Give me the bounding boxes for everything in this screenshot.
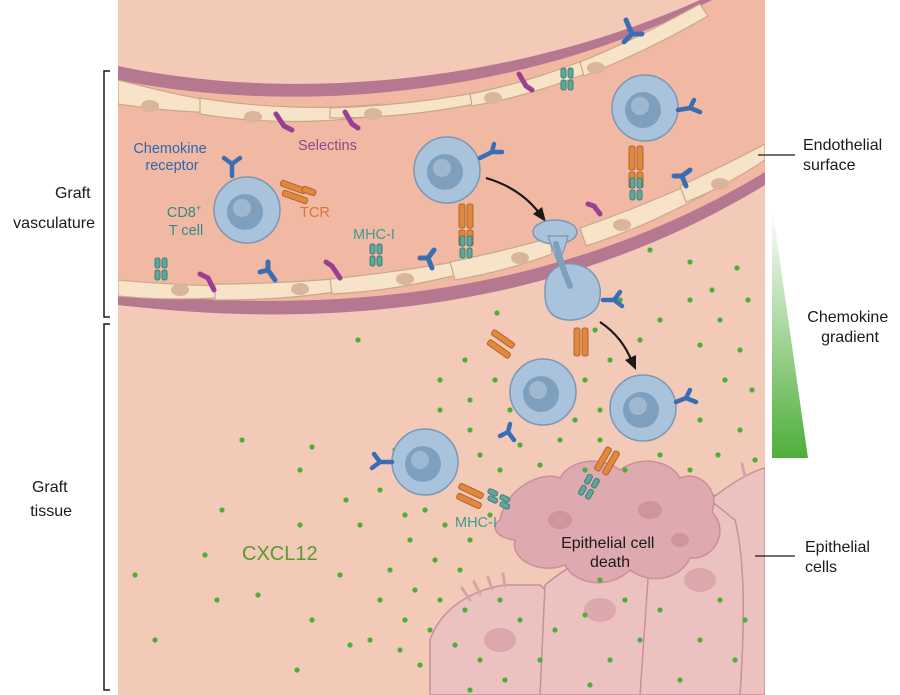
cd8-t-cell-label: CD8+ T cell: [167, 199, 205, 239]
chemokine-gradient-triangle: [772, 206, 808, 458]
t-cell-1: [213, 176, 281, 244]
t-cell-chemokine-receptors: [221, 97, 703, 471]
transmigrating-t-cell: [532, 219, 625, 321]
mhc-i-tissue-label: MHC-I: [455, 515, 497, 531]
cxcl12-label: CXCL12: [242, 543, 318, 565]
dying-epithelium: [494, 460, 721, 584]
endothelial-surface-label: Endothelial surface: [803, 137, 887, 174]
graft-tissue-label: Graft tissue: [30, 479, 72, 520]
endothelial-mhc-i: [154, 67, 574, 281]
chemokine-gradient-label: Chemokine gradient: [807, 309, 892, 346]
graft-vasculature-label: Graft vasculature: [13, 185, 95, 232]
t-cell-2: [413, 136, 481, 204]
mhc-i-vessel-label: MHC-I: [353, 227, 395, 243]
tcr-label: TCR: [300, 205, 330, 221]
t-cell-6: [391, 428, 459, 496]
endothelial-chemokine-receptors: [257, 17, 693, 283]
cxcl12-dots: [132, 247, 758, 693]
epithelial-cells-label: Epithelial cells: [805, 539, 874, 576]
t-cell-5: [609, 374, 677, 442]
tcr-bound-mhc-i: [459, 177, 643, 510]
t-cell-4: [509, 358, 577, 426]
region-brackets: [103, 70, 110, 691]
t-cell-3: [611, 74, 679, 142]
epithelial-cell-death-label: Epithelial cell death: [561, 535, 659, 571]
chemokine-receptor-label: Chemokine receptor: [133, 141, 210, 174]
selectins-label: Selectins: [298, 138, 357, 154]
selectins: [197, 71, 603, 293]
